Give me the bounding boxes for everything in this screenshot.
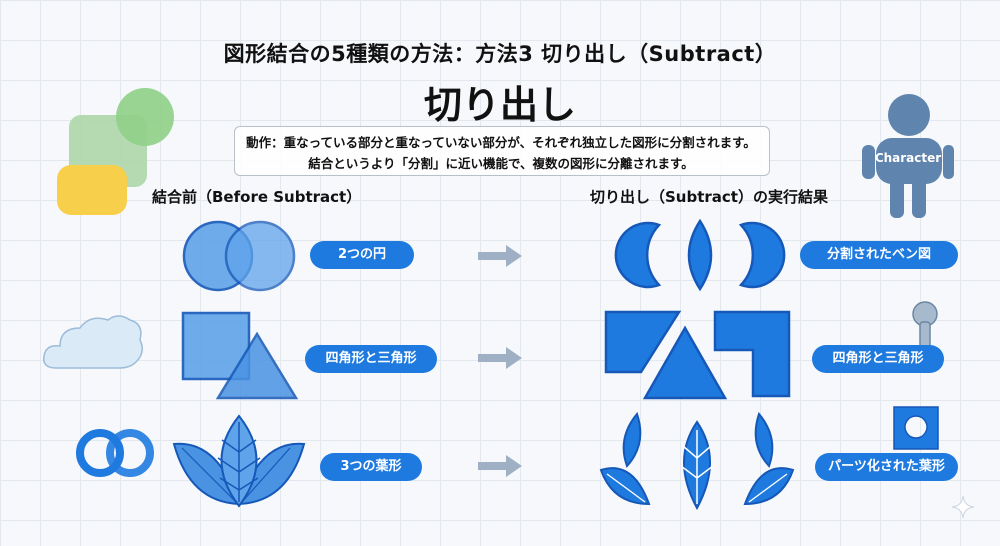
interlocked-rings-icon [76, 429, 154, 477]
description-line-2: 結合というより「分割」に近い機能で、複数の図形に分離されます。 [308, 156, 694, 171]
keyhole-icon [912, 301, 938, 357]
arrow-icon [478, 245, 522, 267]
arrow-icon [478, 455, 522, 477]
after-label-pill-3: パーツ化された葉形 [815, 453, 958, 481]
after-label-pill-2: 四角形と三角形 [812, 345, 944, 373]
main-title: 切り出し [423, 83, 576, 127]
description-line-1: 動作：重なっている部分と重なっていない部分が、それぞれ独立した図形に分割されます… [246, 135, 756, 150]
cloud-icon [43, 315, 143, 369]
split-venn-shape [614, 218, 786, 292]
page-title: 図形結合の5種類の方法：方法3 切り出し（Subtract） [223, 42, 777, 66]
after-column-heading: 切り出し（Subtract）の実行結果 [590, 188, 828, 206]
character-label: Character [874, 151, 942, 165]
split-leaves-shape [599, 411, 795, 511]
before-column-heading: 結合前（Before Subtract） [152, 188, 362, 206]
character-silhouette-icon [862, 94, 954, 218]
before-label-pill-2: 四角形と三角形 [305, 345, 437, 373]
before-label-pill-3: 3つの葉形 [320, 453, 422, 481]
before-label-pill-1: 2つの円 [310, 241, 414, 269]
after-label-pill-1: 分割されたベン図 [800, 241, 958, 269]
arrow-icon [478, 347, 522, 369]
split-square-triangle-shape [604, 310, 791, 400]
sparkle-icon [951, 495, 975, 519]
square-with-hole-icon [893, 406, 939, 450]
three-leaves-shape [172, 414, 306, 508]
description-box [234, 126, 770, 176]
two-circles-shape [182, 220, 296, 292]
square-triangle-shape [181, 311, 299, 400]
decorative-rounded-shapes-icon [57, 88, 174, 215]
